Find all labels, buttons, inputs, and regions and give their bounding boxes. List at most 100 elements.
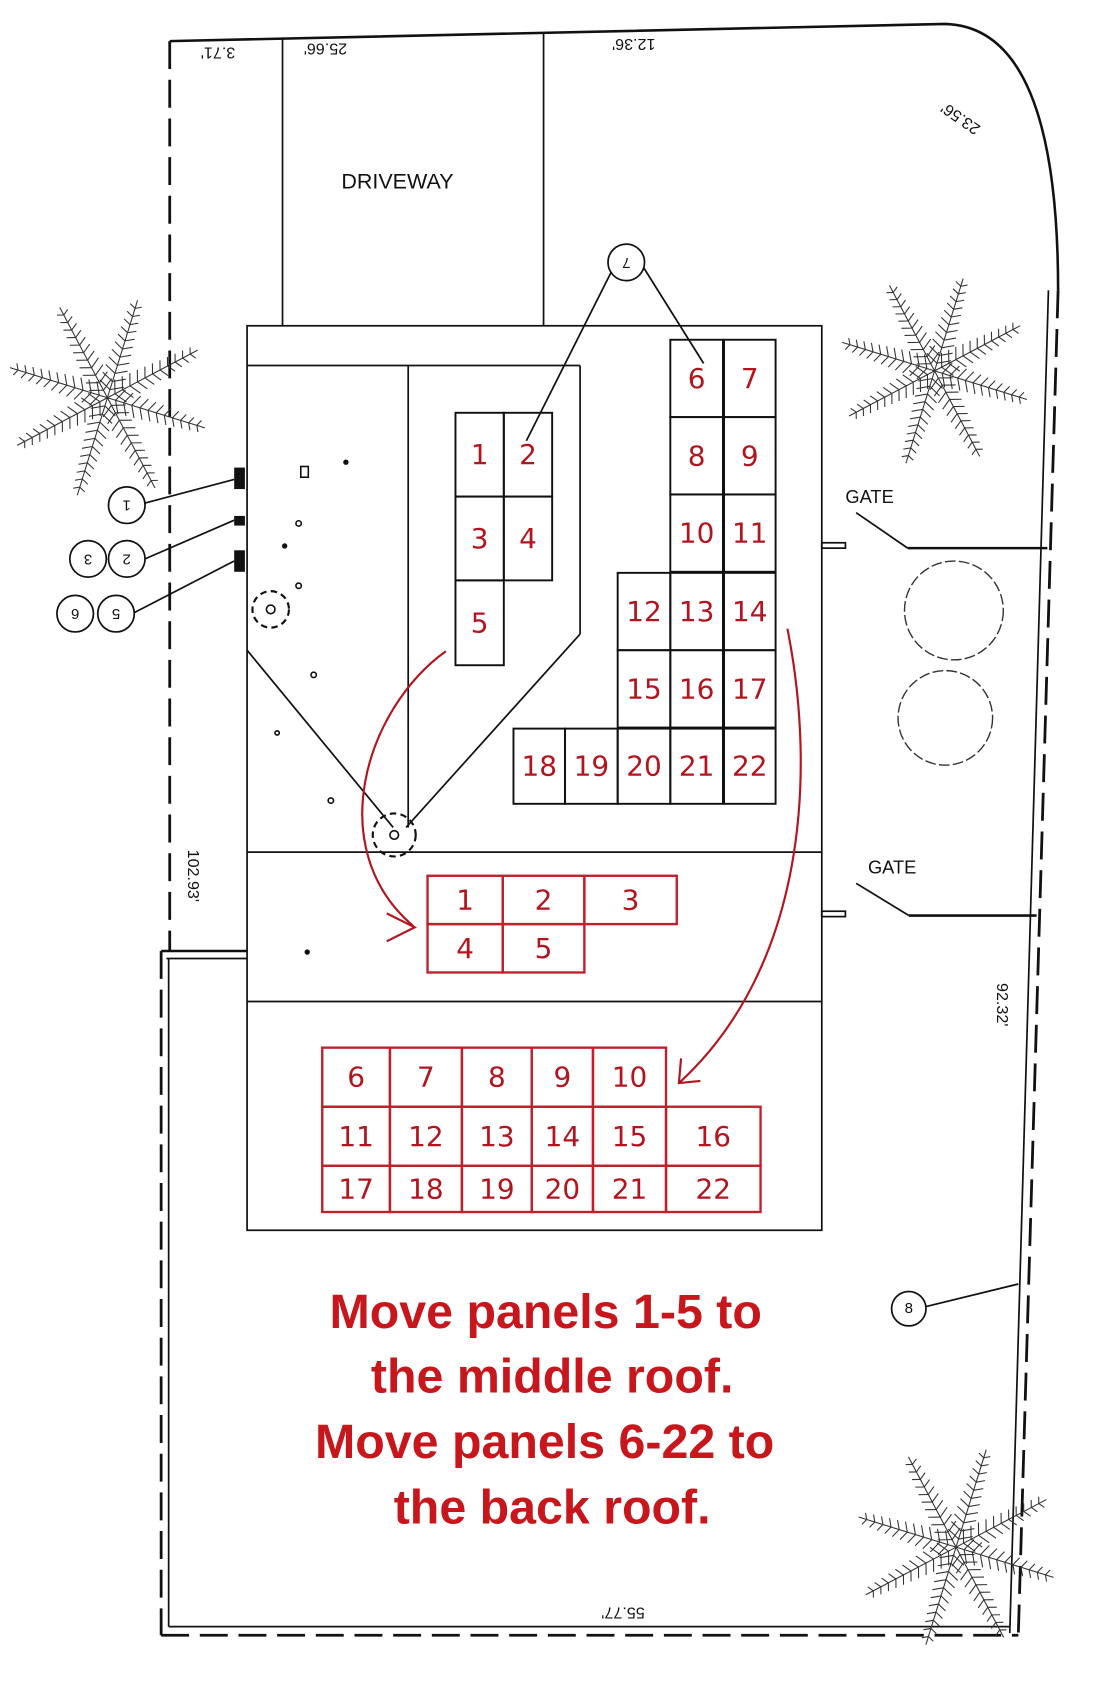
proposed-panel: 17 xyxy=(321,1164,392,1214)
instruction-note: Move panels 1-5 to the middle roof. Move… xyxy=(315,1285,774,1535)
proposed-panel: 5 xyxy=(501,922,586,974)
panel-number: 15 xyxy=(626,672,662,705)
panel-number: 16 xyxy=(696,1120,732,1153)
building xyxy=(234,324,823,1232)
panel-number: 7 xyxy=(417,1061,435,1094)
panel-number: 9 xyxy=(741,439,759,472)
callout-7: 7 xyxy=(525,243,705,442)
panel-number: 19 xyxy=(574,750,610,783)
panel-number: 11 xyxy=(338,1120,374,1153)
existing-panel: 20 xyxy=(616,727,672,805)
proposed-panel: 11 xyxy=(321,1105,392,1168)
instruction-line-3: Move panels 6-22 to xyxy=(315,1415,774,1469)
panel-number: 2 xyxy=(535,883,553,916)
proposed-panel: 7 xyxy=(388,1046,464,1108)
callout-5-6: 6 5 xyxy=(56,560,235,633)
proposed-panel: 14 xyxy=(530,1105,595,1168)
callout-2-3: 3 2 xyxy=(68,519,235,579)
panel-number: 3 xyxy=(622,883,640,916)
panel-number: 9 xyxy=(553,1061,571,1094)
dimension-right-side: 92.32' xyxy=(993,983,1011,1026)
property-boundary xyxy=(159,22,1060,1637)
palm-tree-icon xyxy=(842,278,1028,464)
gate-lower-label: GATE xyxy=(868,857,916,878)
existing-panel: 15 xyxy=(616,649,672,729)
existing-panel: 14 xyxy=(723,571,777,652)
panel-number: 17 xyxy=(732,672,768,705)
panel-number: 2 xyxy=(519,438,537,471)
callout-1: 1 xyxy=(107,478,235,525)
panel-number: 16 xyxy=(679,672,715,705)
panel-number: 20 xyxy=(545,1172,581,1205)
panel-number: 13 xyxy=(479,1120,515,1153)
panel-number: 18 xyxy=(522,750,558,783)
proposed-panel: 21 xyxy=(591,1164,668,1214)
gate-upper: GATE xyxy=(820,486,1048,550)
dimension-top-right: 12.36' xyxy=(612,35,655,53)
proposed-panel: 3 xyxy=(583,874,678,926)
panel-number: 4 xyxy=(456,932,474,965)
existing-panel: 17 xyxy=(723,649,777,729)
existing-panel: 5 xyxy=(454,579,505,667)
instruction-line-2: the middle roof. xyxy=(371,1349,733,1403)
existing-panel: 2 xyxy=(502,411,554,498)
proposed-panel: 8 xyxy=(460,1046,533,1108)
panel-number: 10 xyxy=(679,517,715,550)
palm-tree-icon xyxy=(858,1449,1054,1645)
proposed-panel: 2 xyxy=(501,874,586,926)
panel-number: 22 xyxy=(732,750,768,783)
existing-panel: 4 xyxy=(502,495,554,582)
panel-number: 5 xyxy=(535,932,553,965)
panel-number: 13 xyxy=(679,595,715,628)
svg-text:7: 7 xyxy=(622,254,630,271)
panel-number: 20 xyxy=(626,750,662,783)
existing-panel: 13 xyxy=(669,571,724,652)
panel-number: 17 xyxy=(338,1172,374,1205)
panel-number: 12 xyxy=(626,595,662,628)
panel-number: 8 xyxy=(688,439,706,472)
svg-text:3: 3 xyxy=(84,550,92,567)
gate-lower: GATE xyxy=(820,857,1037,918)
existing-panel: 21 xyxy=(669,727,724,805)
move-arrow-front xyxy=(361,650,447,928)
panel-number: 3 xyxy=(471,522,489,555)
panel-number: 6 xyxy=(347,1061,365,1094)
existing-panel: 18 xyxy=(512,727,567,805)
panel-number: 12 xyxy=(408,1120,444,1153)
panel-number: 21 xyxy=(679,750,715,783)
move-arrow-back xyxy=(678,628,802,1084)
panel-number: 5 xyxy=(471,606,489,639)
driveway-label: DRIVEWAY xyxy=(341,169,453,193)
svg-text:2: 2 xyxy=(123,550,131,567)
instruction-line-4: the back roof. xyxy=(394,1481,711,1535)
existing-panel: 10 xyxy=(669,493,724,573)
driveway: DRIVEWAY xyxy=(281,32,545,326)
svg-text:6: 6 xyxy=(71,605,79,622)
panel-number: 14 xyxy=(545,1120,581,1153)
existing-panel: 8 xyxy=(669,416,724,496)
proposed-panel: 12 xyxy=(388,1105,464,1168)
proposed-panel: 9 xyxy=(530,1046,595,1108)
panel-number: 22 xyxy=(696,1172,732,1205)
svg-text:8: 8 xyxy=(905,1300,913,1317)
dimension-top-driveway: 25.66' xyxy=(304,39,347,57)
panel-number: 1 xyxy=(456,883,474,916)
panel-number: 1 xyxy=(471,438,489,471)
svg-text:5: 5 xyxy=(112,605,120,622)
instruction-line-1: Move panels 1-5 to xyxy=(330,1285,762,1339)
move-arrow-head-front xyxy=(386,912,418,943)
panel-number: 19 xyxy=(479,1172,515,1205)
existing-panel: 11 xyxy=(723,493,777,573)
panel-number: 21 xyxy=(612,1172,648,1205)
existing-panel: 9 xyxy=(723,416,777,496)
shrub-icon xyxy=(897,560,1005,766)
palm-tree-icon xyxy=(9,300,206,496)
callout-8: 8 xyxy=(890,1283,1019,1327)
panel-number: 18 xyxy=(408,1172,444,1205)
proposed-panel: 10 xyxy=(591,1046,668,1108)
existing-panel: 1 xyxy=(454,411,505,498)
panel-number: 8 xyxy=(488,1061,506,1094)
dimension-left-side: 102.93' xyxy=(184,850,202,902)
